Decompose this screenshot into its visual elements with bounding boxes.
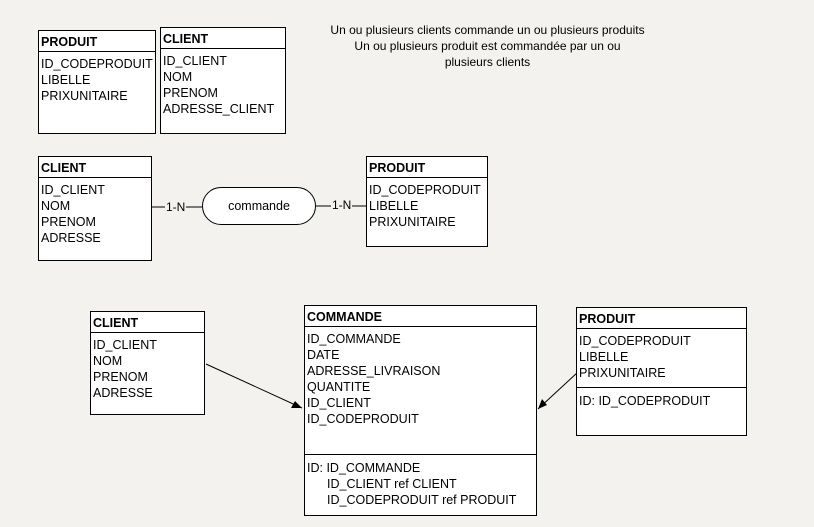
entity-title: CLIENT xyxy=(39,157,151,178)
entity-title: PRODUIT xyxy=(577,308,746,329)
attribute: QUANTITE xyxy=(307,380,371,394)
identifier-line: ID: ID_CODEPRODUIT xyxy=(579,394,711,408)
attribute: ID_CLIENT xyxy=(41,183,105,197)
note-line-1: Un ou plusieurs clients commande un ou p… xyxy=(330,23,645,37)
entity-client-mld[interactable]: CLIENT ID_CLIENT NOM PRENOM ADRESSE xyxy=(90,311,205,415)
fk-arrow-client xyxy=(205,363,303,409)
entity-commande-mld[interactable]: COMMANDE ID_COMMANDE DATE ADRESSE_LIVRAI… xyxy=(304,305,537,516)
attribute: ADRESSE_CLIENT xyxy=(163,102,275,116)
cardinality-left: 1-N xyxy=(165,200,187,214)
attribute: PRIXUNITAIRE xyxy=(579,366,666,380)
attribute: LIBELLE xyxy=(369,199,419,213)
attribute: LIBELLE xyxy=(579,350,629,364)
attribute: ID_CODEPRODUIT xyxy=(307,412,419,426)
identifier-line: ID_CLIENT ref CLIENT xyxy=(327,477,457,491)
identifier-section: ID: ID_CODEPRODUIT xyxy=(577,387,746,435)
attribute: NOM xyxy=(163,70,193,84)
arrowhead-client xyxy=(291,401,302,408)
attribute: ID_COMMANDE xyxy=(307,332,401,346)
attribute: DATE xyxy=(307,348,340,362)
attribute: PRENOM xyxy=(93,370,148,384)
identifier-line: ID: ID_COMMANDE xyxy=(307,461,421,475)
attribute: PRENOM xyxy=(41,215,96,229)
identifier-section: ID: ID_COMMANDE ID_CLIENT ref CLIENT ID_… xyxy=(305,454,536,515)
attribute: ID_CODEPRODUIT xyxy=(41,57,153,71)
attribute: PRIXUNITAIRE xyxy=(369,215,456,229)
entity-title: CLIENT xyxy=(91,312,204,333)
attribute: NOM xyxy=(93,354,123,368)
attribute: ADRESSE_LIVRAISON xyxy=(307,364,441,378)
attribute: ID_CLIENT xyxy=(93,338,157,352)
attribute: ID_CLIENT xyxy=(307,396,371,410)
cardinality-right: 1-N xyxy=(331,198,353,212)
entity-client-top[interactable]: CLIENT ID_CLIENT NOM PRENOM ADRESSE_CLIE… xyxy=(160,27,286,134)
attribute: ID_CODEPRODUIT xyxy=(579,334,691,348)
entity-produit-top[interactable]: PRODUIT ID_CODEPRODUIT LIBELLE PRIXUNITA… xyxy=(38,30,156,134)
arrowhead-produit xyxy=(538,399,547,409)
entity-client-mcd[interactable]: CLIENT ID_CLIENT NOM PRENOM ADRESSE xyxy=(38,156,152,261)
entity-title: PRODUIT xyxy=(39,31,155,52)
diagram-note: Un ou plusieurs clients commande un ou p… xyxy=(330,22,645,70)
entity-title: COMMANDE xyxy=(305,306,536,327)
entity-produit-mld[interactable]: PRODUIT ID_CODEPRODUIT LIBELLE PRIXUNITA… xyxy=(576,307,747,436)
attribute: ID_CODEPRODUIT xyxy=(369,183,481,197)
attribute: ID_CLIENT xyxy=(163,54,227,68)
note-line-2: Un ou plusieurs produit est commandée pa… xyxy=(354,39,621,69)
attribute: PRIXUNITAIRE xyxy=(41,89,128,103)
attribute: PRENOM xyxy=(163,86,218,100)
attribute: ADRESSE xyxy=(41,231,101,245)
attribute: NOM xyxy=(41,199,71,213)
entity-title: CLIENT xyxy=(161,28,285,49)
attribute: LIBELLE xyxy=(41,73,91,87)
identifier-line: ID_CODEPRODUIT ref PRODUIT xyxy=(327,493,517,507)
entity-produit-mcd[interactable]: PRODUIT ID_CODEPRODUIT LIBELLE PRIXUNITA… xyxy=(366,156,488,247)
entity-title: PRODUIT xyxy=(367,157,487,178)
association-commande[interactable]: commande xyxy=(202,187,316,225)
attribute: ADRESSE xyxy=(93,386,153,400)
